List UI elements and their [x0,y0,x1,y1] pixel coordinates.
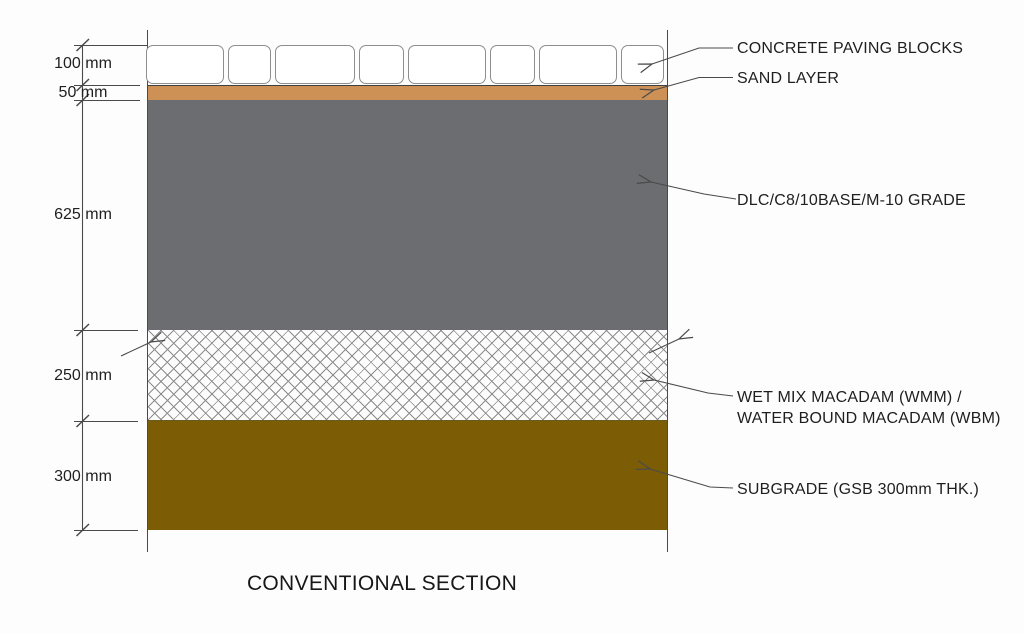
dim-label-100mm: 100 mm [54,55,112,72]
label-dlc-grade: DLC/C8/10BASE/M-10 GRADE [737,192,966,209]
label-concrete-paving-blocks: CONCRETE PAVING BLOCKS [737,40,964,57]
paving-block [408,45,486,84]
drawing-title: CONVENTIONAL SECTION [246,572,518,595]
label-wmm: WET MIX MACADAM (WMM) / WATER BOUND MACA… [737,387,1001,429]
sand-layer [148,85,667,100]
paving-block [359,45,404,84]
dimension-ticks [75,38,90,537]
paving-block [621,45,664,84]
dlc-layer [148,100,667,330]
dim-label-300mm: 300 mm [54,468,112,485]
section-right-border [666,30,668,552]
paving-block [228,45,271,84]
dim-label-625mm: 625 mm [54,206,112,223]
paving-blocks-layer [146,45,667,85]
paving-block [275,45,355,84]
label-subgrade: SUBGRADE (GSB 300mm THK.) [737,481,980,498]
paving-block [490,45,535,84]
dim-label-50mm: 50 mm [58,84,108,101]
section-left-border [147,30,149,552]
label-sand-layer: SAND LAYER [737,70,840,87]
dim-label-250mm: 250 mm [54,367,112,384]
label-wmm-line2: WATER BOUND MACADAM (WBM) [737,410,1001,427]
wmm-crosshatch-layer [148,330,667,421]
label-wmm-line1: WET MIX MACADAM (WMM) / [737,389,962,406]
paving-block [146,45,224,84]
subgrade-layer [148,421,667,530]
paving-block [539,45,617,84]
